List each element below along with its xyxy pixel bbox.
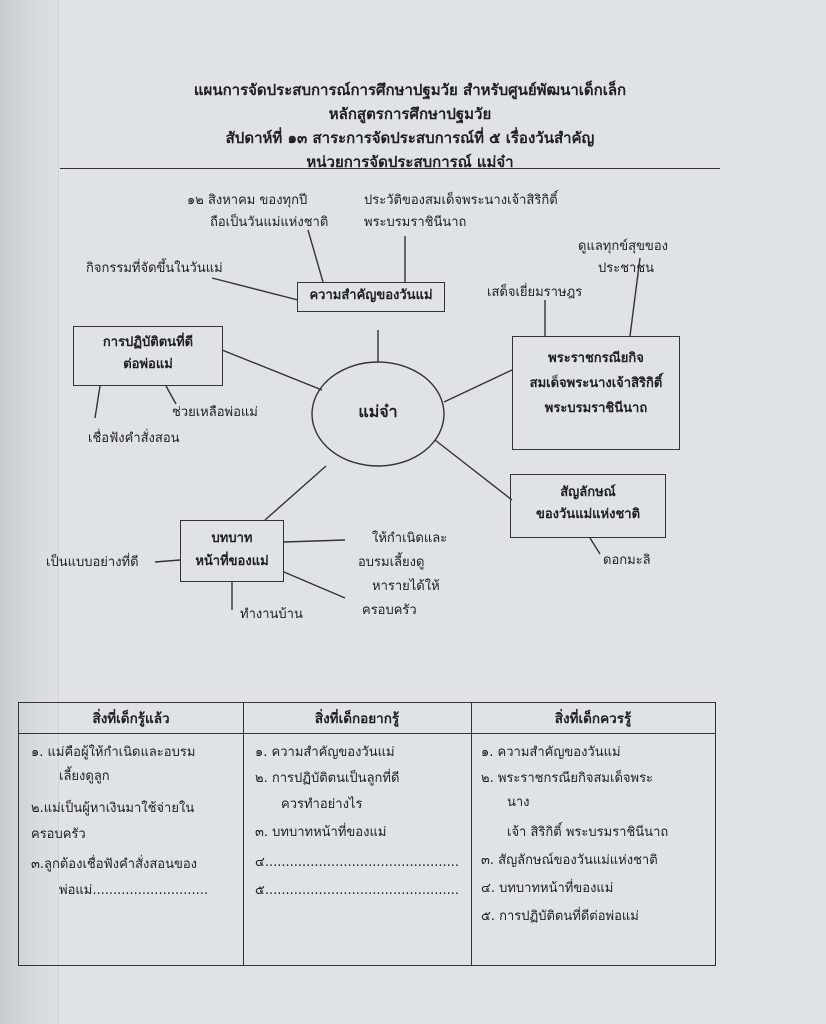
symbol-title-2: ของวันแม่แห่งชาติ [535,507,641,522]
should-item: ๒. พระราชกรณียกิจสมเด็จพระ [481,771,654,786]
want-item: ๒. การปฏิบัติตนเป็นลูกที่ดี [255,771,400,786]
symbol-box: สัญลักษณ์ ของวันแม่แห่งชาติ [510,474,666,538]
known-item: ครอบครัว [31,827,86,842]
royal-detail-2: เสด็จเยี่ยมราษฎร [487,285,583,300]
should-item: ๔. บทบาทหน้าที่ของแม่ [481,881,614,896]
known-item: พ่อแม่............................ [59,883,209,898]
role-title-2: หน้าที่ของแม่ [195,554,269,569]
known-item: ๓.ลูกต้องเชื่อฟังคำสั่งสอนของ [31,857,198,872]
royal-title-2: สมเด็จพระนางเจ้าสิริกิติ์ [529,376,663,391]
known-item: ๑. แม่คือผู้ให้กำเนิดและอบรม [31,745,196,760]
column-should-know: สิ่งที่เด็กควรรู้ ๑. ความสำคัญของวันแม่ … [471,703,715,965]
role-title-1: บทบาท [211,531,253,546]
conduct-detail-1: ช่วยเหลือพ่อแม่ [172,405,258,420]
mother-role-box: บทบาท หน้าที่ของแม่ [180,520,284,582]
header-line-4: หน่วยการจัดประสบการณ์ แม่จ๋า [306,153,514,171]
knowledge-table: สิ่งที่เด็กรู้แล้ว ๑. แม่คือผู้ให้กำเนิด… [18,702,716,966]
conduct-title-2: ต่อพ่อแม่ [123,357,173,372]
column-known: สิ่งที่เด็กรู้แล้ว ๑. แม่คือผู้ให้กำเนิด… [19,703,243,965]
importance-box: ความสำคัญของวันแม่ [297,282,445,312]
want-item: ๔.......................................… [255,855,460,870]
want-item: ๑. ความสำคัญของวันแม่ [255,745,395,760]
importance-detail-2b: พระบรมราชินีนาถ [364,215,467,230]
want-item: ๕.......................................… [255,883,460,898]
center-topic: แม่จ๋า [358,402,398,421]
symbol-detail-1: ดอกมะลิ [603,553,651,568]
importance-detail-3: กิจกรรมที่จัดขึ้นในวันแม่ [86,261,223,276]
royal-detail-1a: ดูแลทุกข์สุขของ [578,239,668,254]
known-item: เลี้ยงดูลูก [59,769,110,784]
role-detail-4b: ครอบครัว [362,603,417,618]
header-rule [60,168,720,169]
table-header-rule [19,733,715,734]
role-detail-1: เป็นแบบอย่างที่ดี [46,555,139,570]
royal-title-3: พระบรมราชินีนาถ [544,401,648,416]
royal-detail-1b: ประชาชน [598,261,655,276]
table-divider-2 [471,703,472,965]
importance-detail-1b: ถือเป็นวันแม่แห่งชาติ [210,215,329,230]
royal-title-1: พระราชกรณียกิจ [548,351,644,366]
header-line-2: หลักสูตรการศึกษาปฐมวัย [328,105,492,123]
royal-activities-box: พระราชกรณียกิจ สมเด็จพระนางเจ้าสิริกิติ์… [512,336,680,450]
should-item: ๓. สัญลักษณ์ของวันแม่แห่งชาติ [481,853,658,868]
header-line-1: แผนการจัดประสบการณ์การศึกษาปฐมวัย สำหรับ… [193,81,627,99]
role-detail-4a: หารายได้ให้ [372,579,440,594]
importance-detail-2a: ประวัติของสมเด็จพระนางเจ้าสิริกิติ์ [364,193,558,208]
should-item: ๕. การปฏิบัติตนที่ดีต่อพ่อแม่ [481,909,639,924]
importance-title: ความสำคัญของวันแม่ [309,288,433,303]
should-item: เจ้า สิริกิติ์ พระบรมราชินีนาถ [507,825,669,840]
previous-page-edge [0,0,59,1024]
importance-detail-1a: ๑๒ สิงหาคม ของทุกปี [187,193,308,208]
should-item: นาง [507,795,530,810]
known-item: ๒.แม่เป็นผู้หาเงินมาใช้จ่ายใน [31,801,195,816]
header-known: สิ่งที่เด็กรู้แล้ว [92,711,170,727]
role-detail-2: ทำงานบ้าน [240,607,303,622]
want-item: ควรทำอย่างไร [281,797,363,812]
good-conduct-box: การปฏิบัติตนที่ดี ต่อพ่อแม่ [73,326,223,386]
header-want-to-know: สิ่งที่เด็กอยากรู้ [314,711,400,727]
role-detail-3a: ให้กำเนิดและ [372,531,448,546]
conduct-title-1: การปฏิบัติตนที่ดี [102,335,194,350]
header-should-know: สิ่งที่เด็กควรรู้ [554,711,632,727]
mindmap-connectors [94,229,641,610]
role-detail-3b: อบรมเลี้ยงดู [358,555,425,570]
header-line-3: สัปดาห์ที่ ๑๓ สาระการจัดประสบการณ์ที่ ๕ … [225,129,595,147]
table-divider-1 [243,703,244,965]
want-item: ๓. บทบาทหน้าที่ของแม่ [255,825,387,840]
should-item: ๑. ความสำคัญของวันแม่ [481,745,621,760]
column-want-to-know: สิ่งที่เด็กอยากรู้ ๑. ความสำคัญของวันแม่… [243,703,471,965]
symbol-title-1: สัญลักษณ์ [560,485,616,500]
conduct-detail-2: เชื่อฟังคำสั่งสอน [88,431,180,446]
